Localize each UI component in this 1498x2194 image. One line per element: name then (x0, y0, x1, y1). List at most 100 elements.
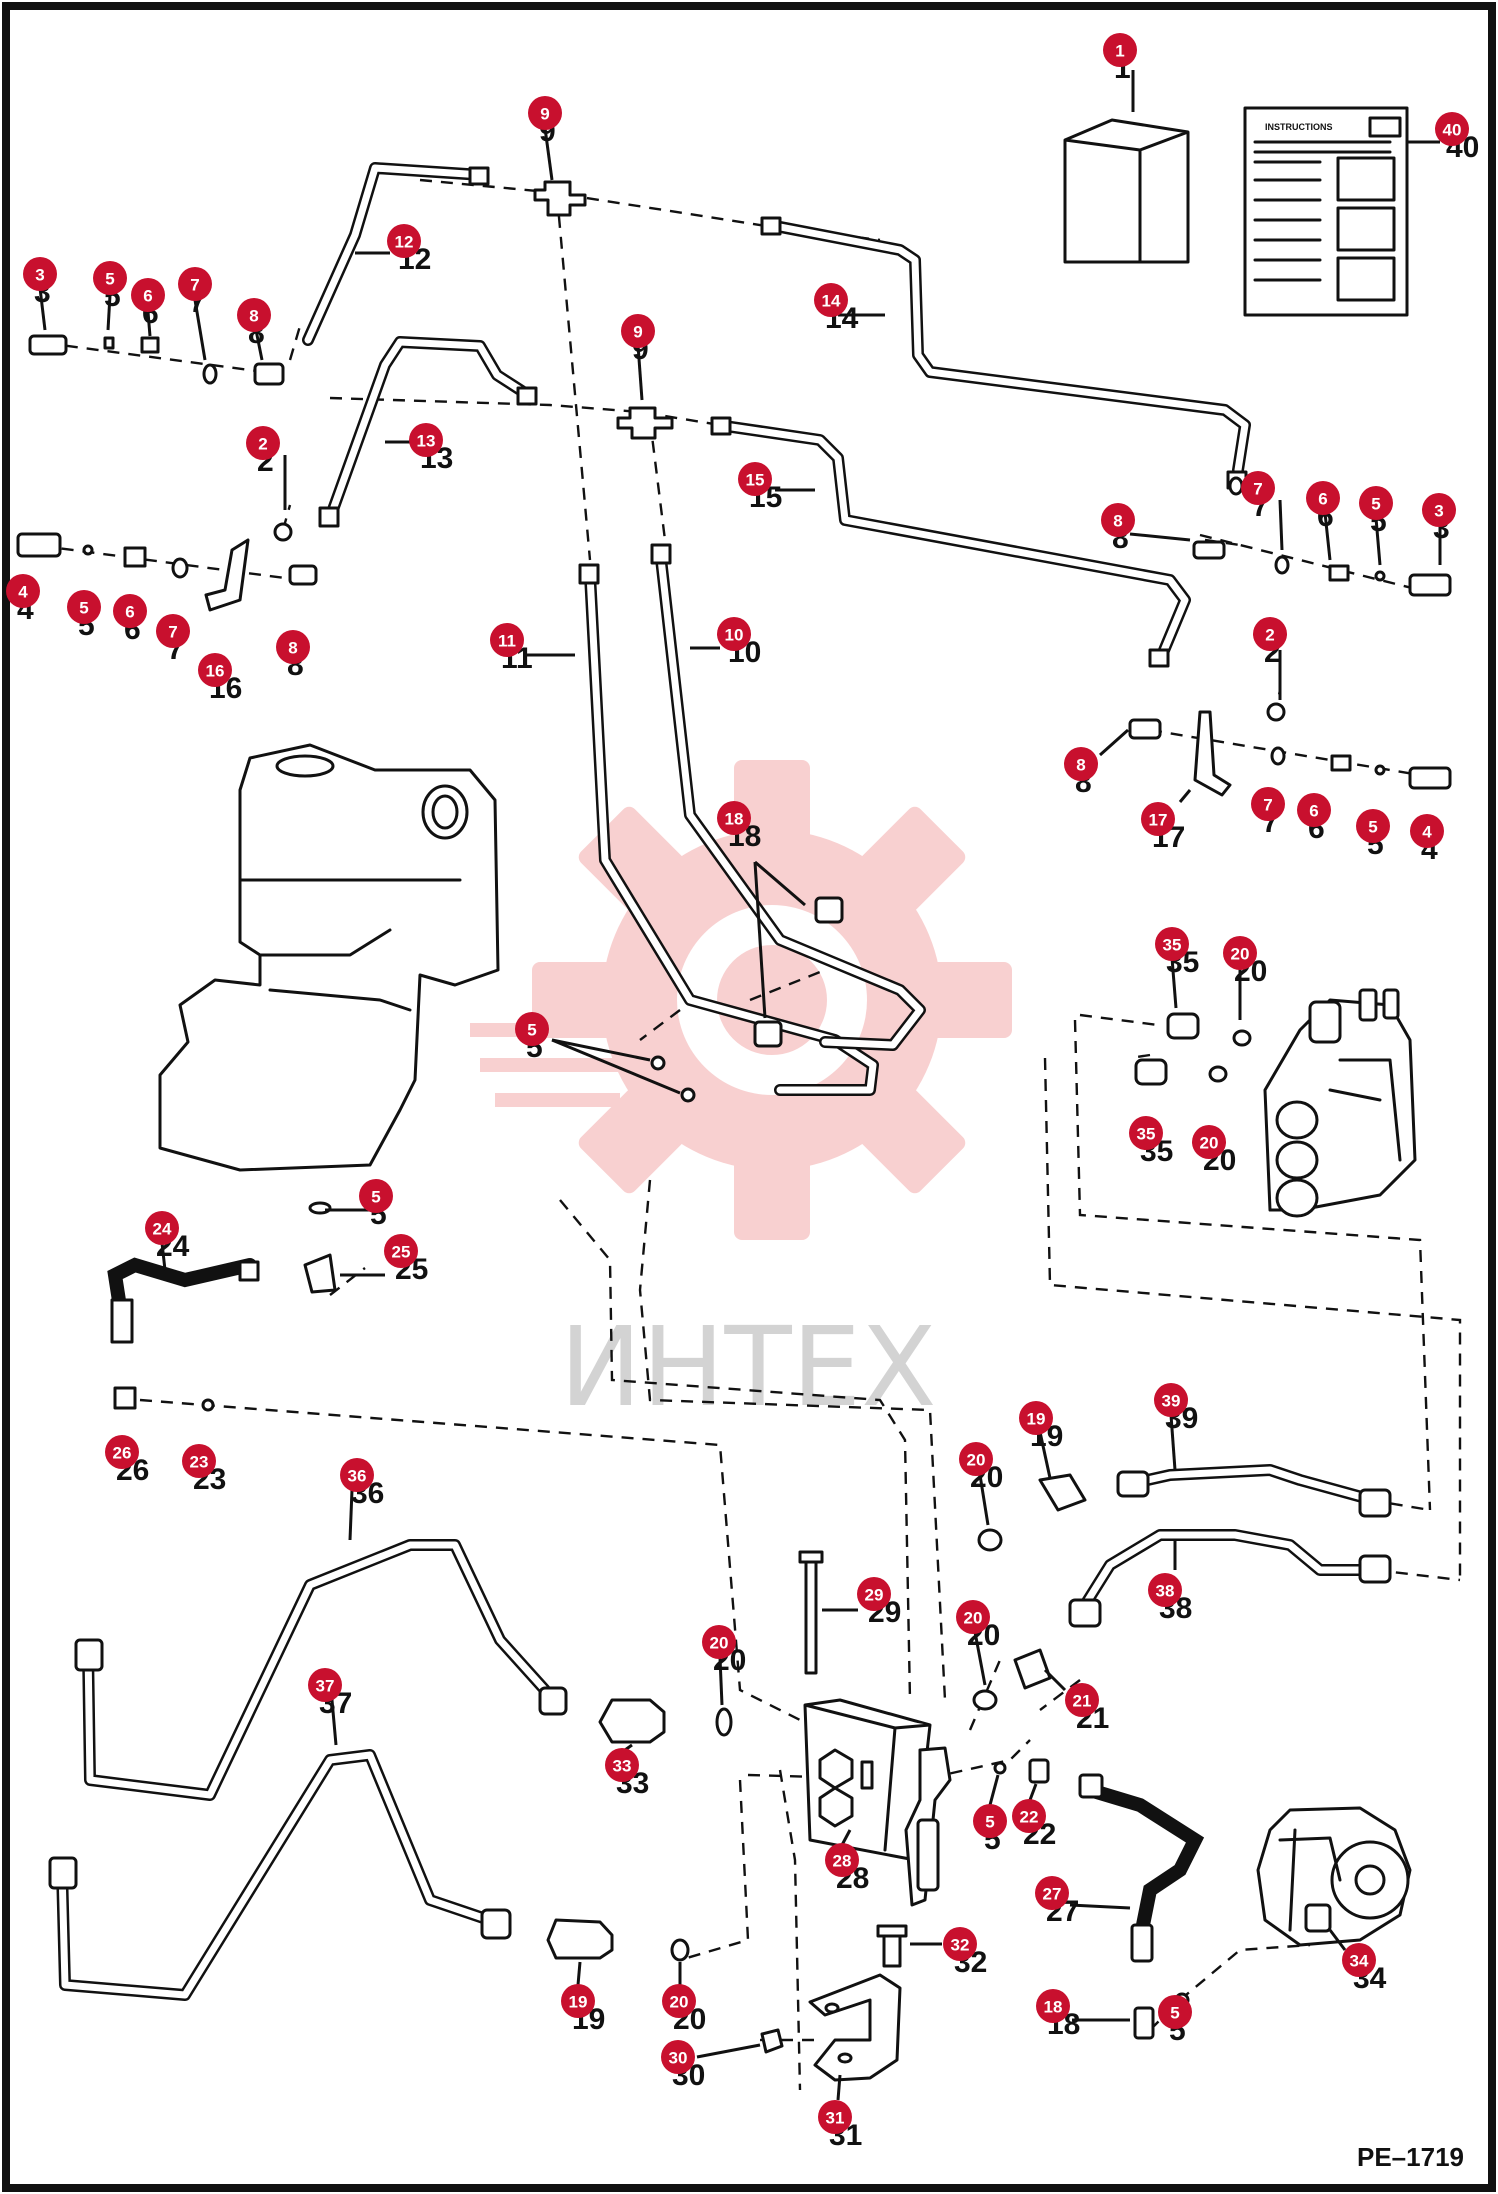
part-callout-5[interactable]: 55 (67, 590, 101, 642)
part-callout-2[interactable]: 22 (246, 426, 280, 478)
part-badge-number: 7 (190, 276, 199, 295)
part-callout-3[interactable]: 33 (1422, 493, 1456, 545)
part-callout-6[interactable]: 66 (113, 594, 147, 646)
part-callout-5[interactable]: 55 (1356, 809, 1390, 861)
part-callout-1[interactable]: 11 (1103, 33, 1137, 85)
part-callout-8[interactable]: 88 (237, 298, 271, 350)
part-callout-3[interactable]: 33 (23, 257, 57, 309)
part-callout-5[interactable]: 55 (515, 1012, 549, 1064)
part-callout-9[interactable]: 99 (621, 314, 655, 366)
part-callout-7[interactable]: 77 (178, 267, 212, 319)
part-badge-number: 1 (1115, 42, 1124, 61)
part-badge-number: 38 (1156, 1582, 1175, 1601)
part-callout-4[interactable]: 44 (1410, 814, 1444, 866)
part-callout-5[interactable]: 55 (1158, 1995, 1192, 2047)
part-badge (825, 1843, 859, 1877)
part-badge (1158, 1995, 1192, 2029)
part-badge (605, 1748, 639, 1782)
part-badge-number: 40 (1443, 121, 1462, 140)
part-badge-number: 34 (1350, 1952, 1369, 1971)
part-badge (1356, 809, 1390, 843)
part-callout-5[interactable]: 55 (973, 1804, 1007, 1856)
part-badge-number: 19 (1027, 1410, 1046, 1429)
part-badge-number: 17 (1149, 811, 1168, 830)
hoses (107, 1257, 1205, 1947)
part-callout-8[interactable]: 88 (1064, 747, 1098, 799)
part-callout-6[interactable]: 66 (1297, 793, 1331, 845)
part-badge (113, 594, 147, 628)
part-badge (1422, 493, 1456, 527)
part-badge-number: 27 (1043, 1885, 1062, 1904)
part-callout-8[interactable]: 88 (1101, 503, 1135, 555)
part-callout-6[interactable]: 66 (131, 278, 165, 330)
part-callout-5[interactable]: 55 (1359, 486, 1393, 538)
part-badge-number: 6 (1318, 490, 1327, 509)
part-badge (1036, 1989, 1070, 2023)
part-badge (182, 1444, 216, 1478)
part-badge (1251, 787, 1285, 821)
part-badge-number: 8 (1113, 512, 1122, 531)
part-callout-9[interactable]: 99 (528, 96, 562, 148)
part-badge (384, 1234, 418, 1268)
part-callout-8[interactable]: 88 (276, 630, 310, 682)
part-callout-5[interactable]: 55 (359, 1179, 393, 1231)
part-badge (1129, 1116, 1163, 1150)
part-badge (1155, 927, 1189, 961)
part-callout-4[interactable]: 44 (6, 574, 40, 626)
part-badge (93, 261, 127, 295)
part-badge (561, 1984, 595, 2018)
part-badge (1148, 1573, 1182, 1607)
part-badge (857, 1577, 891, 1611)
part-callout-7[interactable]: 77 (1251, 787, 1285, 839)
part-badge (276, 630, 310, 664)
part-badge-number: 21 (1073, 1692, 1092, 1711)
diagram-code: PE–1719 (1357, 2142, 1464, 2172)
part-callout-2[interactable]: 22 (1253, 617, 1287, 669)
part-badge-number: 9 (633, 323, 642, 342)
part-callout-6[interactable]: 66 (1306, 481, 1340, 533)
part-callout-7[interactable]: 77 (1241, 471, 1275, 523)
part-badge-number: 37 (316, 1677, 335, 1696)
part-callout-5[interactable]: 55 (93, 261, 127, 313)
part-callout-7[interactable]: 77 (156, 614, 190, 666)
